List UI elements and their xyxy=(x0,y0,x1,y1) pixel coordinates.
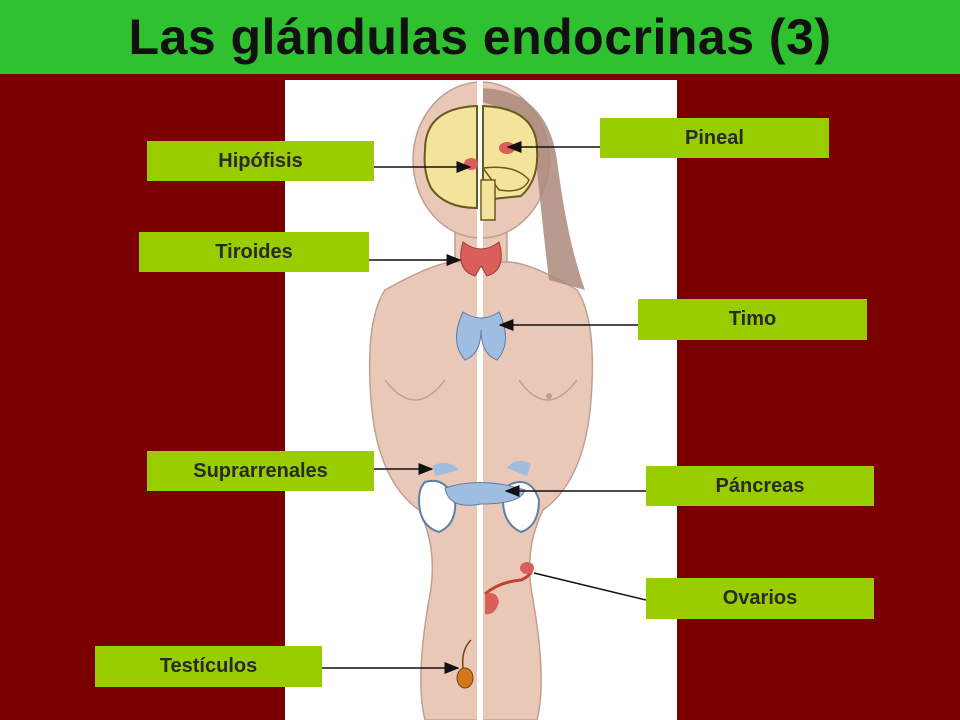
label-testiculos: Testículos xyxy=(95,646,322,687)
center-divider xyxy=(477,80,483,720)
suprarrenal-left xyxy=(433,462,459,476)
hipofisis-gland xyxy=(464,158,478,170)
ovarios-gland xyxy=(520,562,534,574)
hair xyxy=(481,88,585,290)
label-suprarrenales: Suprarrenales xyxy=(147,451,374,491)
label-hipofisis: Hipófisis xyxy=(147,141,374,181)
label-ovarios: Ovarios xyxy=(646,578,874,619)
label-pineal: Pineal xyxy=(600,118,829,158)
uterus xyxy=(485,593,499,615)
body-illustration xyxy=(285,80,677,720)
testiculos-gland xyxy=(456,667,474,689)
brain xyxy=(423,104,539,221)
label-timo: Timo xyxy=(638,299,867,340)
nipple-right xyxy=(546,393,552,399)
chest-right xyxy=(518,379,578,401)
label-pancreas: Páncreas xyxy=(646,466,874,506)
spermatic-cord xyxy=(461,639,472,669)
suprarrenal-right xyxy=(507,460,531,476)
timo-gland xyxy=(456,311,506,361)
tiroides-gland xyxy=(460,241,502,277)
page-title: Las glándulas endocrinas (3) xyxy=(128,9,832,65)
title-bar: Las glándulas endocrinas (3) xyxy=(0,0,960,74)
label-tiroides: Tiroides xyxy=(139,232,369,272)
chest-left xyxy=(384,379,446,401)
pineal-gland xyxy=(499,142,515,154)
